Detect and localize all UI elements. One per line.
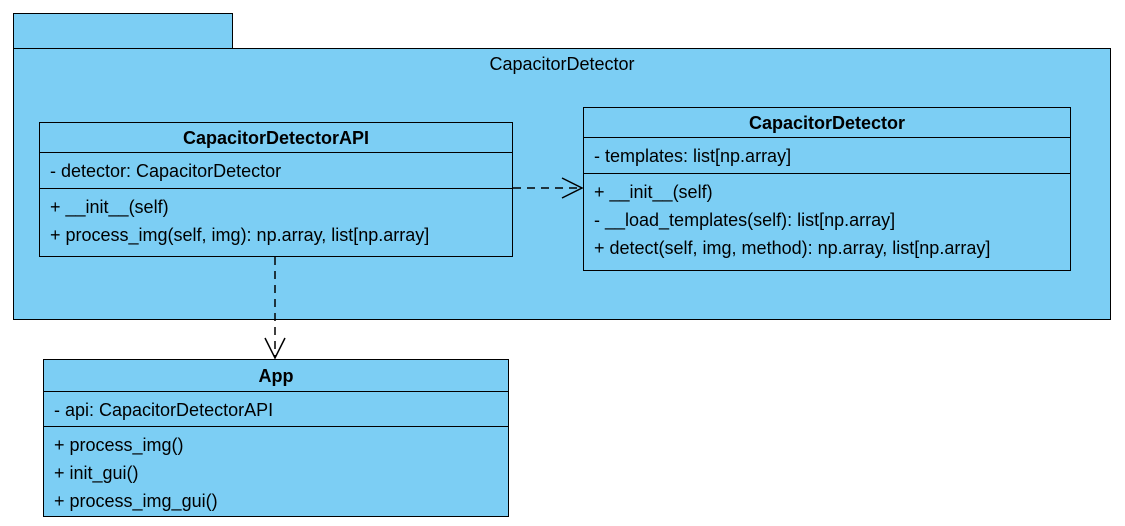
method: + __init__(self) (594, 182, 713, 202)
method: + process_img(self, img): np.array, list… (50, 225, 430, 245)
class-name: CapacitorDetector (584, 108, 1070, 138)
class-capacitor-detector[interactable]: CapacitorDetector - templates: list[np.a… (583, 107, 1071, 271)
attributes-section: - api: CapacitorDetectorAPI (44, 392, 508, 427)
attribute: - templates: list[np.array] (594, 146, 792, 166)
class-name: App (44, 360, 508, 392)
package-tab (13, 13, 233, 49)
class-name: CapacitorDetectorAPI (40, 123, 512, 153)
class-capacitor-detector-api[interactable]: CapacitorDetectorAPI - detector: Capacit… (39, 122, 513, 257)
methods-section: + __init__(self) + process_img(self, img… (40, 189, 512, 252)
attributes-section: - detector: CapacitorDetector (40, 153, 512, 189)
method: + detect(self, img, method): np.array, l… (594, 238, 991, 258)
attribute: - detector: CapacitorDetector (50, 161, 282, 181)
package-title: CapacitorDetector (489, 54, 635, 74)
method: + process_img_gui() (54, 491, 218, 511)
method: - __load_templates(self): list[np.array] (594, 210, 896, 230)
method: + init_gui() (54, 463, 139, 483)
method: + __init__(self) (50, 197, 169, 217)
class-app[interactable]: App - api: CapacitorDetectorAPI + proces… (43, 359, 509, 517)
dependency-arrowhead-icon (264, 337, 286, 360)
method: + process_img() (54, 435, 184, 455)
methods-section: + __init__(self) - __load_templates(self… (584, 174, 1070, 265)
methods-section: + process_img() + init_gui() + process_i… (44, 427, 508, 518)
attribute: - api: CapacitorDetectorAPI (54, 400, 274, 420)
attributes-section: - templates: list[np.array] (584, 138, 1070, 174)
